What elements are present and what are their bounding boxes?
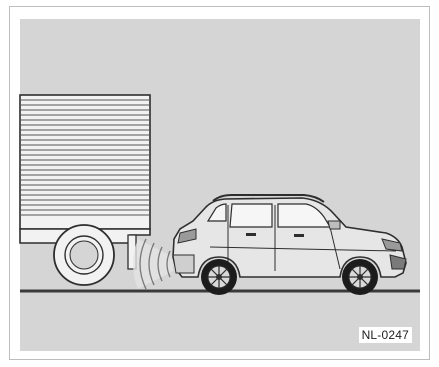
parking-sensor-illustration [10, 7, 429, 359]
figure-frame: NL-0247 [9, 6, 430, 360]
suv-rear-door-window [230, 204, 272, 227]
suv-front-door-handle [294, 234, 304, 237]
truck-rear-wheel [54, 225, 114, 285]
suv-side-mirror [328, 221, 340, 229]
suv-rear-bumper [173, 255, 194, 273]
suv-front-wheel [342, 259, 378, 295]
suv-rear-door-handle [246, 233, 256, 236]
figure-code-label: NL-0247 [359, 327, 412, 343]
suv-rear-wheel [201, 259, 237, 295]
